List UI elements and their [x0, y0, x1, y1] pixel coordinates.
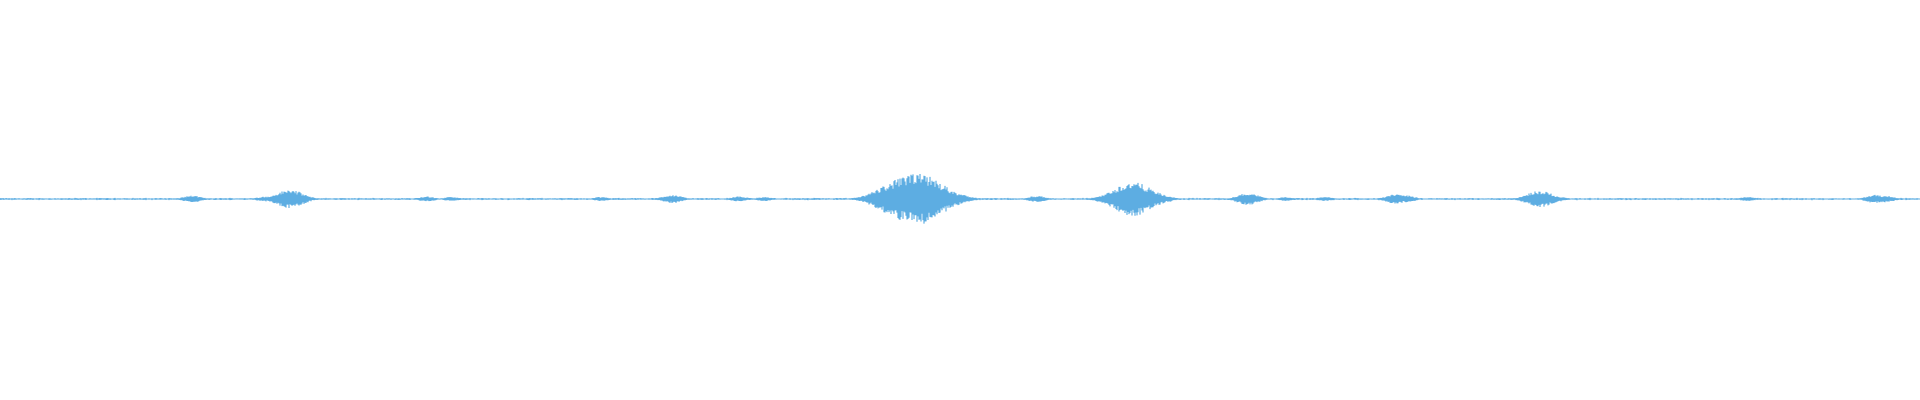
waveform-trace: [0, 174, 1920, 224]
